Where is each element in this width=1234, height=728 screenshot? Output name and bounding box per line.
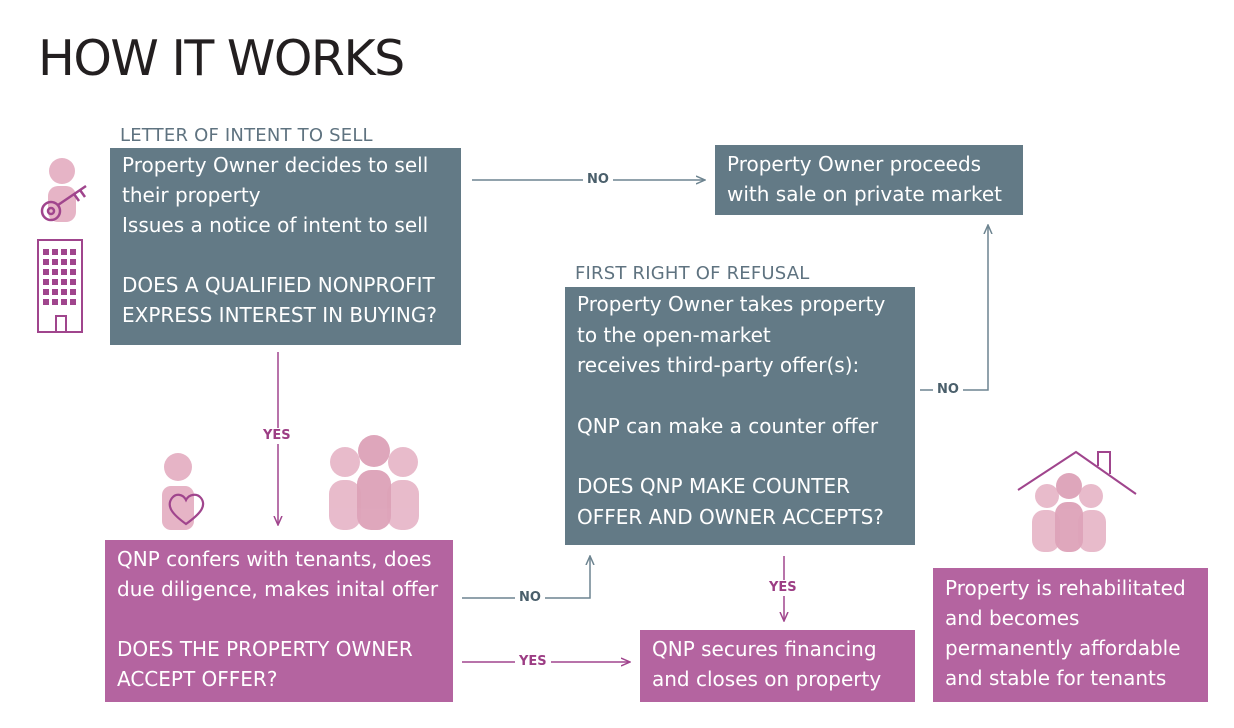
owner-building-icons [37,158,87,333]
box-line: due diligence, makes inital offer [117,577,439,601]
box-line: EXPRESS INTEREST IN BUYING? [122,303,437,327]
section-label-refusal: FIRST RIGHT OF REFUSAL [575,263,810,284]
box-line: Property is rehabilitated [945,576,1186,600]
edge-label-no: NO [515,590,545,606]
key-icon [40,184,87,222]
box-line: Property Owner takes property [577,292,886,316]
page-title: HOW IT WORKS [38,30,405,87]
box-rehabilitated: Property is rehabilitated and becomes pe… [933,568,1208,702]
edge-label-no: NO [933,382,963,398]
box-line: DOES QNP MAKE COUNTER [577,474,851,498]
arrow-no-to-private-market-2 [920,226,988,391]
tenant-heart-icon [162,453,205,530]
box-open-market: Property Owner takes property to the ope… [565,287,915,545]
box-line: DOES A QUALIFIED NONPROFIT [122,273,435,297]
box-line: Issues a notice of intent to sell [122,213,429,237]
box-line: DOES THE PROPERTY OWNER [117,637,413,661]
box-line: QNP secures financing [652,637,877,661]
box-line: OFFER AND OWNER ACCEPTS? [577,504,884,529]
box-line: and stable for tenants [945,666,1167,690]
box-line: with sale on private market [727,182,1002,206]
box-private-market: Property Owner proceeds with sale on pri… [715,145,1023,215]
box-line: QNP can make a counter offer [577,413,879,438]
house-family-icon [1017,450,1137,552]
edge-label-yes: YES [765,580,801,596]
box-line: Property Owner decides to sell [122,153,429,177]
box-line: permanently affordable [945,636,1181,660]
box-qnp-confers: QNP confers with tenants, does due dilig… [105,540,453,702]
edge-label-yes: YES [259,428,295,444]
building-icon [37,239,83,333]
box-qnp-secures: QNP secures financing and closes on prop… [640,630,915,702]
edge-label-yes: YES [515,654,551,670]
box-line: to the open-market [577,322,771,347]
edge-label-no: NO [583,172,613,188]
box-line: ACCEPT OFFER? [117,667,278,691]
box-line: their property [122,183,261,207]
box-line: QNP confers with tenants, does [117,547,432,571]
section-label-intent: LETTER OF INTENT TO SELL [120,125,373,146]
arrow-no-to-open-market [462,557,590,599]
box-owner-decides: Property Owner decides to sell their pro… [110,148,461,345]
box-line: Property Owner proceeds [727,152,982,176]
family-group-icon [329,435,419,530]
box-line: and becomes [945,606,1080,630]
box-line: and closes on property [652,667,882,691]
owner-person-icon [48,158,76,222]
box-line: receives third-party offer(s): [577,353,860,377]
